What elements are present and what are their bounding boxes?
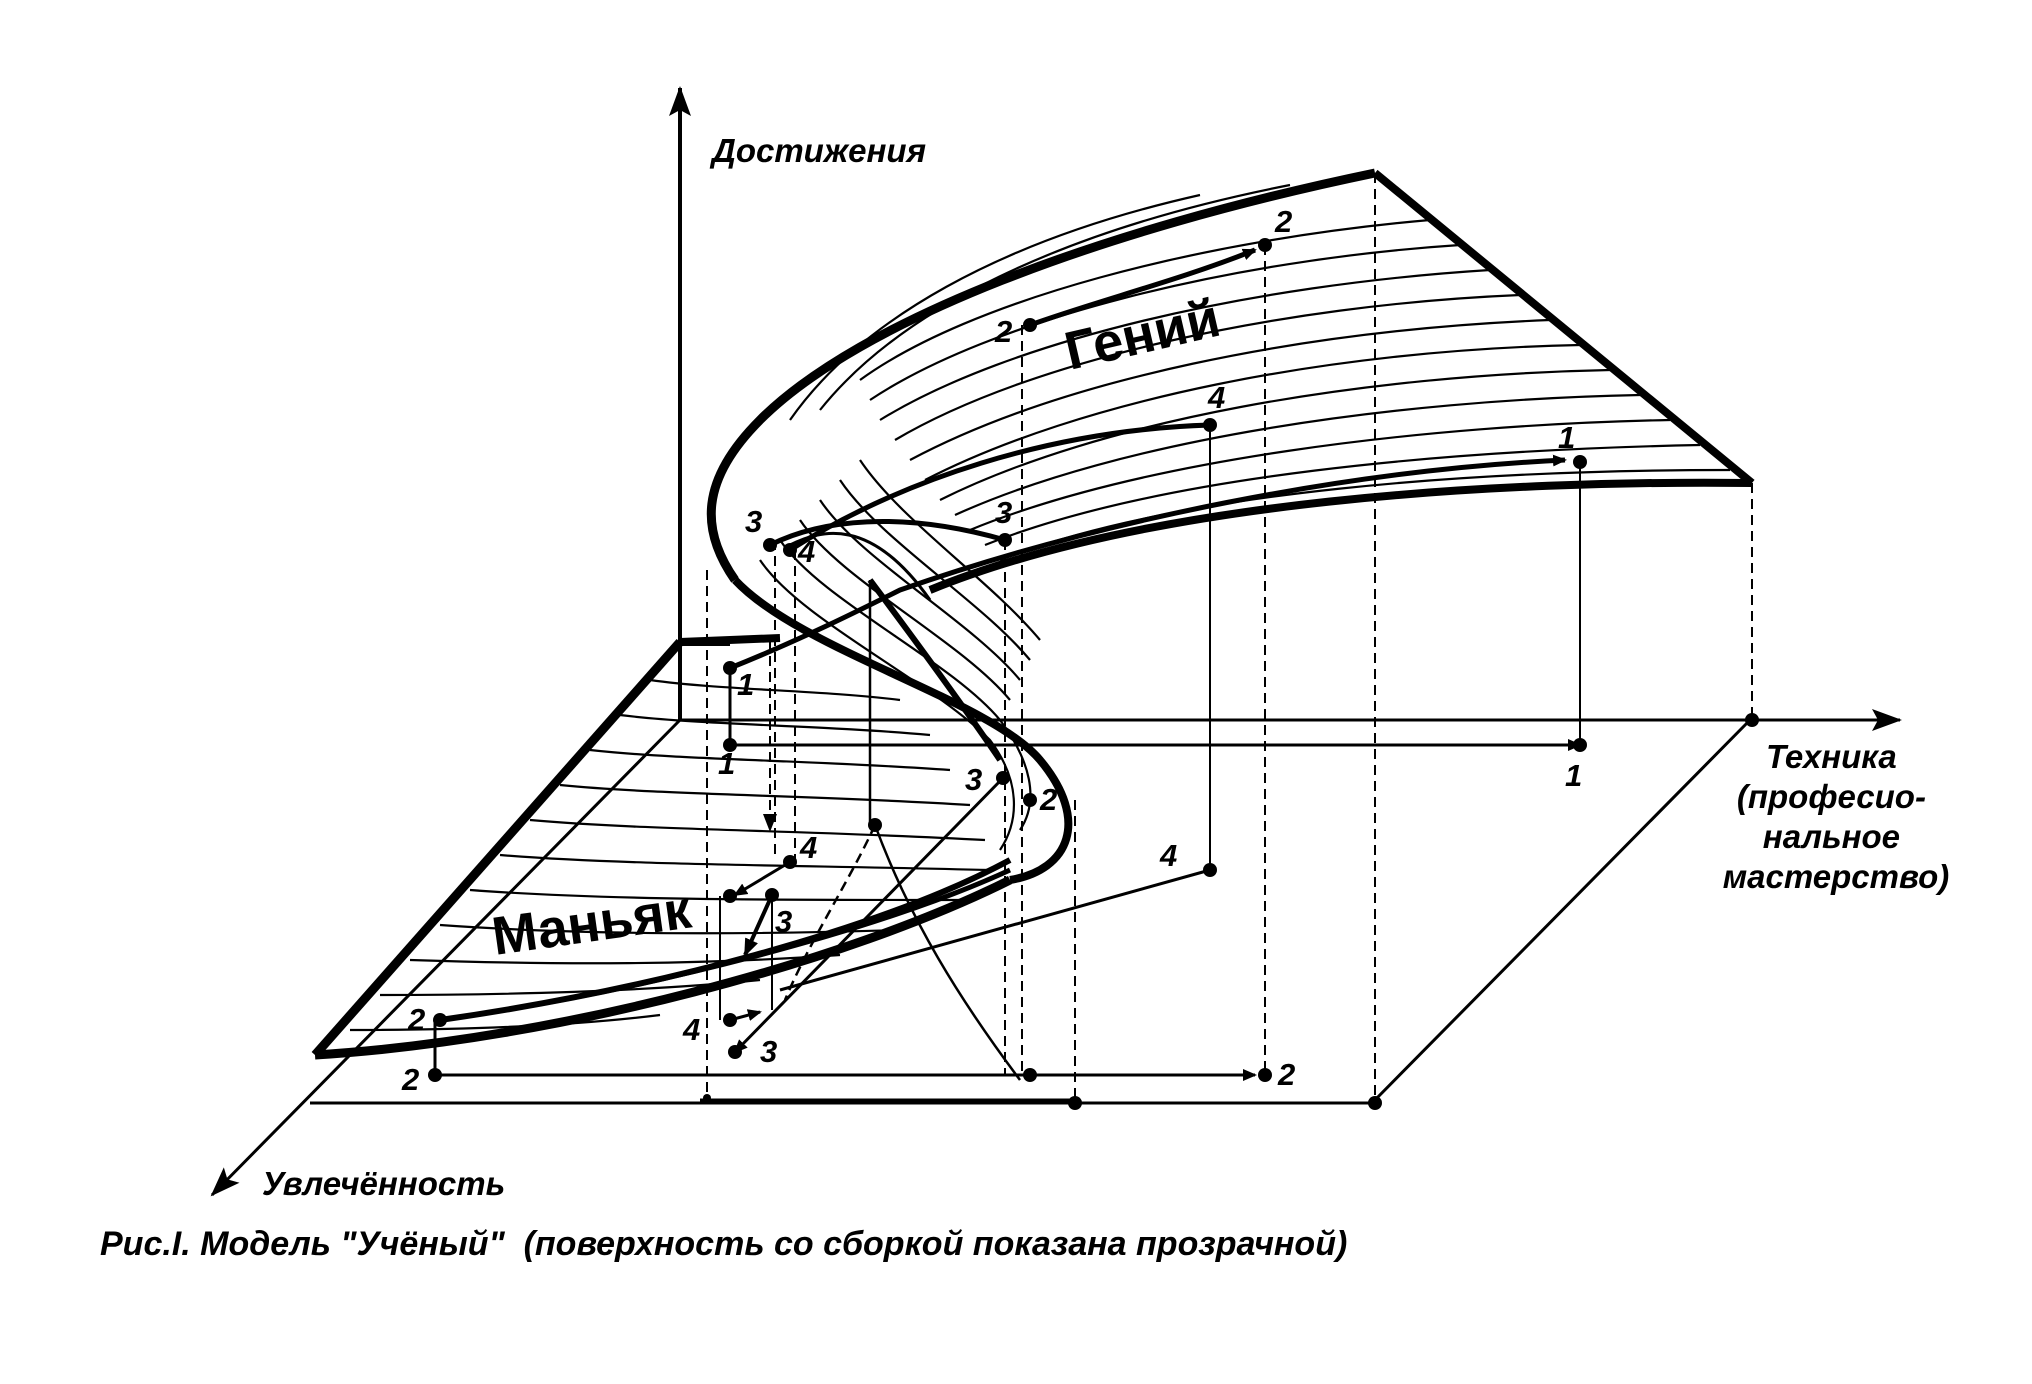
svg-text:2: 2 bbox=[994, 314, 1012, 349]
svg-text:2: 2 bbox=[1274, 204, 1292, 239]
svg-text:4: 4 bbox=[797, 534, 815, 569]
trajectories bbox=[433, 247, 1582, 1102]
svg-text:2: 2 bbox=[1277, 1057, 1295, 1092]
svg-text:2: 2 bbox=[1039, 782, 1057, 817]
svg-text:3: 3 bbox=[760, 1034, 777, 1069]
svg-text:3: 3 bbox=[995, 495, 1012, 530]
svg-text:1: 1 bbox=[737, 667, 754, 702]
axes bbox=[210, 86, 1902, 1197]
points bbox=[428, 238, 1759, 1110]
svg-text:3: 3 bbox=[775, 904, 792, 939]
projection-lines bbox=[706, 173, 1753, 1103]
svg-text:1: 1 bbox=[1565, 758, 1582, 793]
upper-surface bbox=[706, 168, 1755, 594]
lower-surface bbox=[311, 634, 1013, 1060]
svg-text:2: 2 bbox=[407, 1002, 425, 1037]
svg-text:4: 4 bbox=[1207, 380, 1225, 415]
passion-axis-label: Увлечённость bbox=[262, 1165, 505, 1202]
point-labels: 2 2 4 1 3 3 4 1 1 1 3 2 4 4 3 2 4 3 2 2 bbox=[401, 204, 1582, 1097]
passion-axis bbox=[210, 718, 682, 1197]
svg-text:2: 2 bbox=[401, 1062, 419, 1097]
svg-text:1: 1 bbox=[718, 746, 735, 781]
genius-label: Гений bbox=[1059, 288, 1225, 382]
svg-text:4: 4 bbox=[682, 1012, 700, 1047]
svg-text:4: 4 bbox=[1159, 838, 1177, 873]
achievement-axis-label: Достижения bbox=[709, 132, 926, 169]
technique-axis-label: Техника (професио- нальное мастерство) bbox=[1723, 738, 1950, 895]
svg-text:3: 3 bbox=[965, 762, 982, 797]
svg-text:1: 1 bbox=[1558, 420, 1575, 455]
figure-caption: Рис.I. Модель "Учёный" (поверхность со с… bbox=[100, 1225, 1347, 1263]
svg-text:3: 3 bbox=[745, 504, 762, 539]
svg-text:4: 4 bbox=[799, 830, 817, 865]
